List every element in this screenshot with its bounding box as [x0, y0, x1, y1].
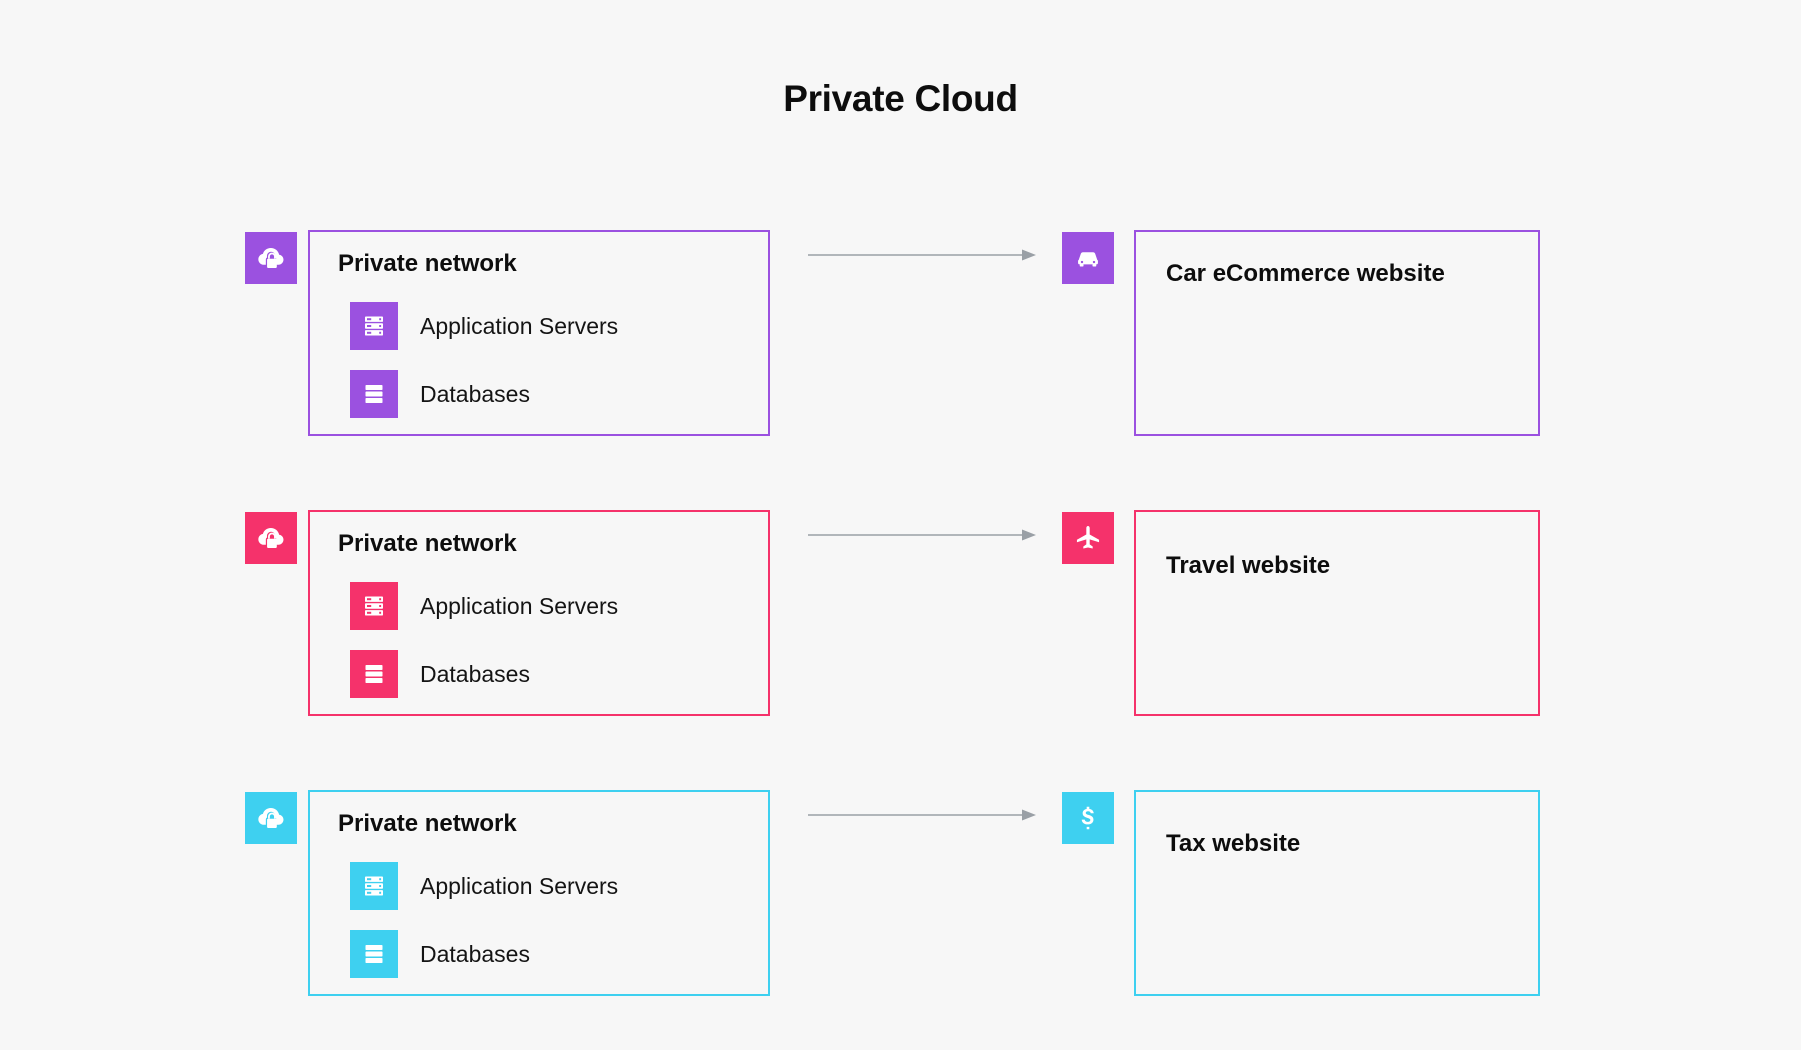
- arrow-right-icon: [808, 529, 1036, 541]
- website-box: Car eCommerce website: [1134, 230, 1540, 436]
- arrow-right-icon: [808, 809, 1036, 821]
- architecture-diagram: Private network: [0, 200, 1801, 1040]
- network-item-label: Databases: [420, 380, 530, 407]
- network-title: Private network: [338, 250, 517, 277]
- network-items: Application Servers Databases: [350, 302, 619, 440]
- website-title: Tax website: [1166, 830, 1301, 857]
- airplane-icon: [1062, 512, 1114, 564]
- cloud-lock-icon: [245, 232, 297, 284]
- arrow-right-icon: [808, 249, 1036, 261]
- server-rack-icon: [350, 862, 398, 910]
- diagram-row: Private network: [0, 760, 1801, 1002]
- network-item-label: Application Servers: [420, 312, 619, 339]
- diagram-row: Private network: [0, 480, 1801, 722]
- network-item-databases[interactable]: Databases: [350, 370, 618, 418]
- network-items: Application Servers Databases: [350, 862, 619, 1000]
- database-stack-icon: [350, 370, 398, 418]
- website-title: Car eCommerce website: [1166, 260, 1445, 287]
- website-title: Travel website: [1166, 552, 1331, 579]
- network-item-label: Databases: [420, 660, 530, 687]
- private-network-box: Private network: [308, 510, 770, 716]
- network-item-databases[interactable]: Databases: [350, 930, 618, 978]
- cloud-lock-icon: [245, 792, 297, 844]
- page-title: Private Cloud: [783, 78, 1018, 119]
- network-item-label: Application Servers: [420, 592, 619, 619]
- private-network-box: Private network: [308, 790, 770, 996]
- network-title: Private network: [338, 530, 517, 557]
- network-item-application-servers[interactable]: Application Servers: [350, 862, 619, 910]
- diagram-row: Private network: [0, 200, 1801, 442]
- cloud-lock-icon: [245, 512, 297, 564]
- network-item-label: Application Servers: [420, 872, 619, 899]
- database-stack-icon: [350, 930, 398, 978]
- car-icon: [1062, 232, 1114, 284]
- network-item-application-servers[interactable]: Application Servers: [350, 582, 619, 630]
- private-network-box: Private network: [308, 230, 770, 436]
- website-box: Travel website: [1134, 510, 1540, 716]
- dollar-icon: [1062, 792, 1114, 844]
- network-items: Application Servers Databases: [350, 582, 619, 720]
- network-item-application-servers[interactable]: Application Servers: [350, 302, 619, 350]
- server-rack-icon: [350, 302, 398, 350]
- website-box: Tax website: [1134, 790, 1540, 996]
- server-rack-icon: [350, 582, 398, 630]
- network-title: Private network: [338, 810, 517, 837]
- network-item-label: Databases: [420, 940, 530, 967]
- database-stack-icon: [350, 650, 398, 698]
- network-item-databases[interactable]: Databases: [350, 650, 618, 698]
